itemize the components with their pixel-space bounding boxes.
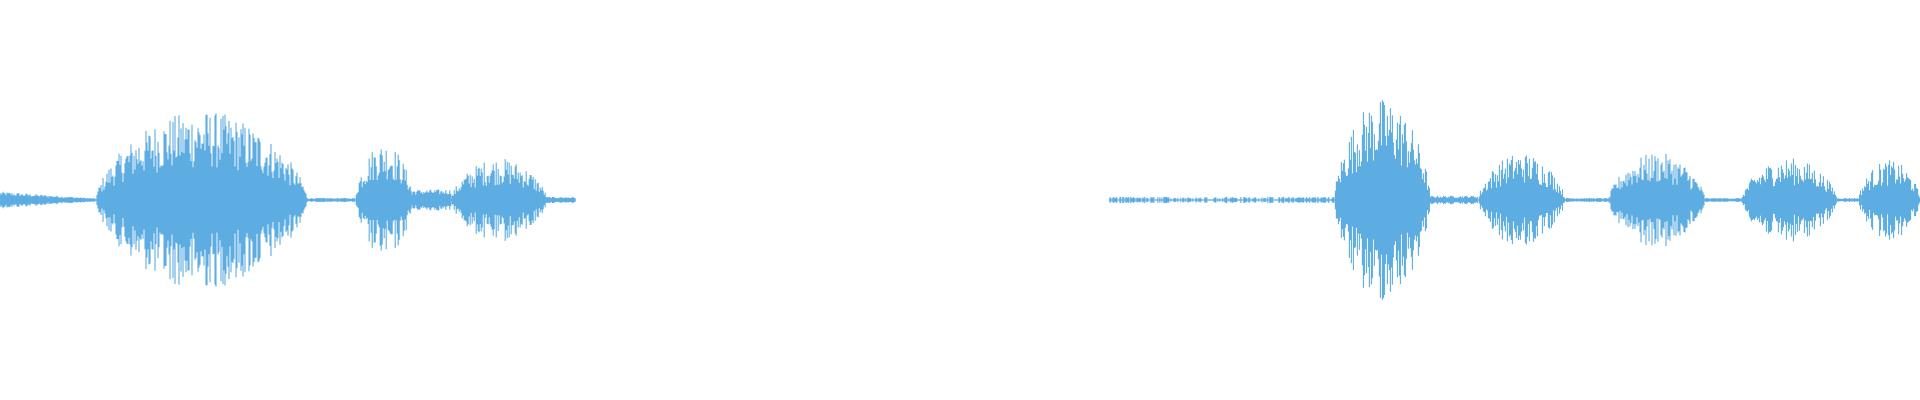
waveform-bar-path (546, 196, 576, 204)
waveform-bar-path (354, 149, 413, 251)
waveform-segment (1608, 154, 1705, 246)
waveform-segment (354, 149, 413, 251)
waveform-bar-path (1704, 197, 1742, 203)
waveform-bar-path (1740, 158, 1837, 242)
waveform-segment (1858, 160, 1920, 240)
waveform-bar-path (95, 113, 308, 287)
waveform-bar-path (1477, 155, 1565, 245)
waveform-bar-path (412, 189, 452, 211)
waveform-segment (1109, 196, 1335, 204)
waveform-bar-path (450, 159, 547, 241)
waveform-segment (0, 191, 96, 209)
waveform-segment (1704, 197, 1742, 203)
waveform-segment (1564, 197, 1610, 203)
waveform-bar-path (1608, 154, 1705, 246)
waveform-segment (450, 159, 547, 241)
waveform-bar-path (1429, 195, 1478, 205)
waveform-bar-path (306, 197, 355, 203)
waveform-bar-path (1109, 196, 1335, 204)
waveform-bar-path (1858, 160, 1920, 240)
waveform-segment (306, 197, 355, 203)
waveform-segment (95, 113, 308, 287)
waveform-segment (546, 196, 576, 204)
waveform-segment (1836, 198, 1859, 202)
waveform-bars (0, 100, 1920, 300)
waveform-segment (1477, 155, 1565, 245)
waveform-bar-path (1564, 197, 1610, 203)
waveform-bar-path (1333, 100, 1431, 300)
waveform-segment (412, 189, 452, 211)
waveform-bar-path (0, 191, 96, 209)
waveform-segment (1333, 100, 1431, 300)
waveform-segment (1740, 158, 1837, 242)
waveform-segment (1429, 195, 1478, 205)
waveform-bar-path (1836, 198, 1859, 202)
